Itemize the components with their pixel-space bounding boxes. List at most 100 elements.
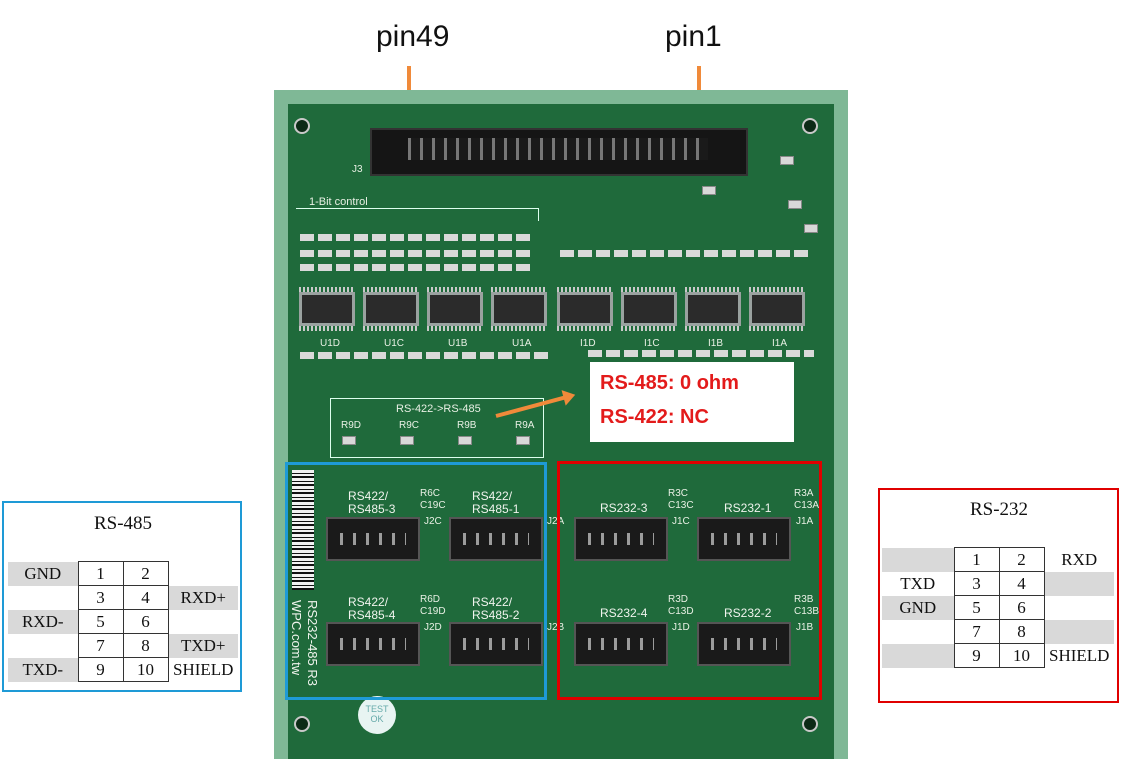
pin-number: 4 xyxy=(122,585,169,610)
capacitor xyxy=(788,200,802,209)
connector-c: C13C xyxy=(668,500,694,511)
rs485-pinout-table: RS-485 GND 1 2 3 4 RXD+ RXD- 5 6 7 8 TXD… xyxy=(8,510,238,682)
resistor xyxy=(400,436,414,445)
rs485-right-label: TXD+ xyxy=(168,633,238,658)
rs485-highlight-box xyxy=(285,462,547,700)
pin-number: 10 xyxy=(998,643,1045,668)
ic-chip xyxy=(363,287,419,331)
resistor-label: R9A xyxy=(515,420,535,431)
pin-number: 1 xyxy=(77,561,124,586)
connector-label: RS422/ RS485-2 xyxy=(472,595,520,622)
pin-number: 2 xyxy=(998,547,1045,572)
pin-number: 9 xyxy=(953,643,1000,668)
pin-number: 4 xyxy=(998,571,1045,596)
ic-chip xyxy=(621,287,677,331)
connector-c: C13D xyxy=(668,606,694,617)
rs232-right-label xyxy=(1044,596,1114,620)
connector-label: RS422/ RS485-3 xyxy=(348,489,396,516)
pin-number: 9 xyxy=(77,657,124,682)
connector-label: RS232-4 xyxy=(600,606,648,620)
component-row xyxy=(560,250,810,257)
component-row xyxy=(300,264,530,271)
connector-c: C19C xyxy=(420,500,446,511)
capacitor xyxy=(804,224,818,233)
rs232-right-label xyxy=(1044,619,1114,644)
rs485-2-connector xyxy=(449,622,543,666)
connector-id: J2B xyxy=(547,622,565,633)
mount-hole-icon xyxy=(802,716,818,732)
connector-id: J2D xyxy=(424,622,442,633)
connector-c: C13A xyxy=(794,500,820,511)
rs232-3-connector xyxy=(574,517,668,561)
mount-hole-icon xyxy=(294,716,310,732)
chip-label: U1D xyxy=(320,338,341,349)
connector-id: J1D xyxy=(672,622,690,633)
rs485-left-label xyxy=(8,586,78,610)
connector-r: R3D xyxy=(668,594,689,605)
ic-chip xyxy=(299,287,355,331)
component-row xyxy=(300,250,530,257)
rs485-left-label: TXD- xyxy=(8,657,78,682)
one-bit-control-label: 1-Bit control xyxy=(309,196,368,208)
resistor xyxy=(342,436,356,445)
pin-number: 8 xyxy=(998,619,1045,644)
rs485-right-label: RXD+ xyxy=(168,585,238,610)
connector-r: R3C xyxy=(668,488,689,499)
chip-label: I1C xyxy=(644,338,660,349)
pin-number: 3 xyxy=(953,571,1000,596)
connector-c: C13B xyxy=(794,606,820,617)
chip-label: U1C xyxy=(384,338,405,349)
rs485-3-connector xyxy=(326,517,420,561)
rs485-left-label: RXD- xyxy=(8,609,78,634)
mount-hole-icon xyxy=(802,118,818,134)
chip-label: U1B xyxy=(448,338,468,349)
header-label: J3 xyxy=(352,164,363,175)
connector-label: RS422/ RS485-1 xyxy=(472,489,520,516)
one-bit-control-outline xyxy=(296,208,539,221)
connector-id: J1A xyxy=(796,516,814,527)
rs232-right-label xyxy=(1044,571,1114,596)
rs232-left-label: TXD xyxy=(900,573,936,593)
connector-r: R6D xyxy=(420,594,441,605)
barcode-sticker xyxy=(292,470,314,590)
rs485-4-connector xyxy=(326,622,420,666)
ic-chip xyxy=(427,287,483,331)
chip-label: I1B xyxy=(708,338,724,349)
rs422-rs485-outline xyxy=(330,398,544,458)
pin-number: 5 xyxy=(953,595,1000,620)
capacitor xyxy=(702,186,716,195)
connector-r: R3A xyxy=(794,488,814,499)
rs485-right-label: SHIELD xyxy=(173,659,234,679)
connector-label: RS232-1 xyxy=(724,501,772,515)
connector-label: RS232-2 xyxy=(724,606,772,620)
connector-id: J2A xyxy=(547,516,565,527)
rs232-left-label xyxy=(882,643,954,668)
rs232-4-connector xyxy=(574,622,668,666)
rs485-left-label xyxy=(8,634,78,658)
rs232-left-label xyxy=(882,547,954,572)
pin-number: 1 xyxy=(953,547,1000,572)
component-row xyxy=(300,352,552,359)
pin-number: 6 xyxy=(122,609,169,634)
connector-label: RS422/ RS485-4 xyxy=(348,595,396,622)
rs232-right-label: SHIELD xyxy=(1049,645,1110,665)
connector-c: C19D xyxy=(420,606,446,617)
resistor-label: R9C xyxy=(399,420,420,431)
jumper-callout: RS-485: 0 ohm RS-422: NC xyxy=(590,362,794,442)
connector-r: R6C xyxy=(420,488,441,499)
connector-label: RS232-3 xyxy=(600,501,648,515)
mount-hole-icon xyxy=(294,118,310,134)
pin-number: 2 xyxy=(122,561,169,586)
chip-label: U1A xyxy=(512,338,532,349)
pin-number: 5 xyxy=(77,609,124,634)
pin-number: 7 xyxy=(953,619,1000,644)
connector-id: J1C xyxy=(672,516,690,527)
rs232-title: RS-232 xyxy=(969,499,1029,520)
rs422-rs485-label: RS-422->RS-485 xyxy=(396,403,481,415)
rs232-highlight-box xyxy=(557,461,822,700)
pin1-label: pin1 xyxy=(665,20,722,53)
ic-chip xyxy=(749,287,805,331)
pin-number: 3 xyxy=(77,585,124,610)
rs232-2-connector xyxy=(697,622,791,666)
rs485-right-label xyxy=(168,562,238,586)
